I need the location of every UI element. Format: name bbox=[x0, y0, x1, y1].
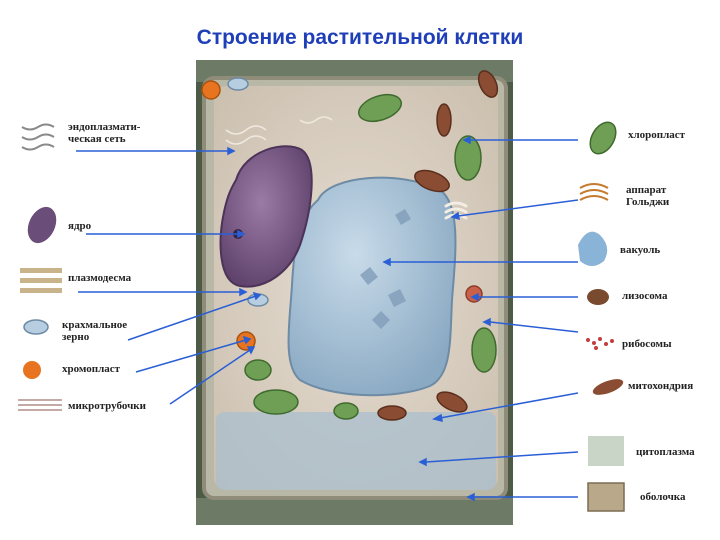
vacuole-crystal bbox=[388, 289, 406, 307]
chloroplast bbox=[333, 402, 359, 420]
label-nucleus: ядро bbox=[68, 220, 92, 232]
nucleus-icon bbox=[27, 206, 57, 244]
lysosome-icon bbox=[587, 289, 609, 305]
label-golgi-apparatus: аппарат Гольджи bbox=[626, 184, 670, 208]
golgi-icon bbox=[579, 183, 609, 201]
lower-cytoplasm-region bbox=[216, 412, 496, 490]
chloroplast bbox=[471, 327, 497, 373]
mitochondrion bbox=[436, 103, 452, 137]
vacuole-crystal bbox=[360, 267, 378, 285]
mitochondrion-icon bbox=[592, 379, 624, 395]
starch-grain bbox=[227, 77, 249, 91]
chloroplast bbox=[253, 389, 299, 415]
vacuole-crystal bbox=[372, 311, 390, 329]
nucleus bbox=[219, 145, 313, 288]
label-endoplasmic-reticulum: эндоплазмати- ческая сеть bbox=[68, 121, 141, 145]
diagram-title: Строение растительной клетки bbox=[196, 26, 524, 49]
cell-wall-icon bbox=[587, 482, 625, 512]
vacuole-icon bbox=[578, 231, 608, 266]
neighbour-cell-bottom bbox=[196, 498, 513, 525]
chromoplast-icon bbox=[23, 361, 41, 379]
pointer-arrows bbox=[76, 135, 579, 502]
mitochondrion bbox=[436, 391, 468, 413]
label-mitochondrion: митохондрия bbox=[628, 380, 694, 392]
label-plasmodesma: плазмодесма bbox=[68, 272, 132, 284]
vacuole-crystal bbox=[395, 209, 411, 225]
label-vacuole: вакуоль bbox=[620, 244, 661, 256]
label-cytoplasm: цитоплазма bbox=[636, 446, 695, 458]
starch-grain-icon bbox=[23, 319, 49, 335]
plasmodesma-icon bbox=[20, 268, 62, 293]
er-icon bbox=[21, 123, 55, 151]
chloroplast bbox=[244, 359, 272, 381]
chloroplast bbox=[454, 135, 482, 181]
chromoplast bbox=[201, 80, 221, 100]
label-lysosome: лизосома bbox=[622, 290, 668, 302]
label-starch-grain: крахмальное зерно bbox=[62, 319, 128, 343]
label-microtubules: микротрубочки bbox=[68, 400, 146, 412]
chloroplast bbox=[358, 93, 402, 123]
cytoplasm-icon bbox=[588, 436, 624, 466]
chloroplast-icon bbox=[589, 121, 617, 155]
label-ribosomes: рибосомы bbox=[622, 338, 672, 350]
mitochondrion bbox=[414, 169, 450, 193]
endoplasmic-reticulum bbox=[225, 116, 333, 145]
label-cell-wall: оболочка bbox=[640, 491, 686, 503]
microtubules-icon bbox=[18, 399, 62, 411]
label-chromoplast: хромопласт bbox=[62, 363, 121, 375]
mitochondrion bbox=[377, 405, 407, 421]
mitochondrion bbox=[477, 70, 499, 98]
ribosomes-icon bbox=[586, 337, 614, 350]
label-chloroplast: хлоропласт bbox=[628, 129, 686, 141]
